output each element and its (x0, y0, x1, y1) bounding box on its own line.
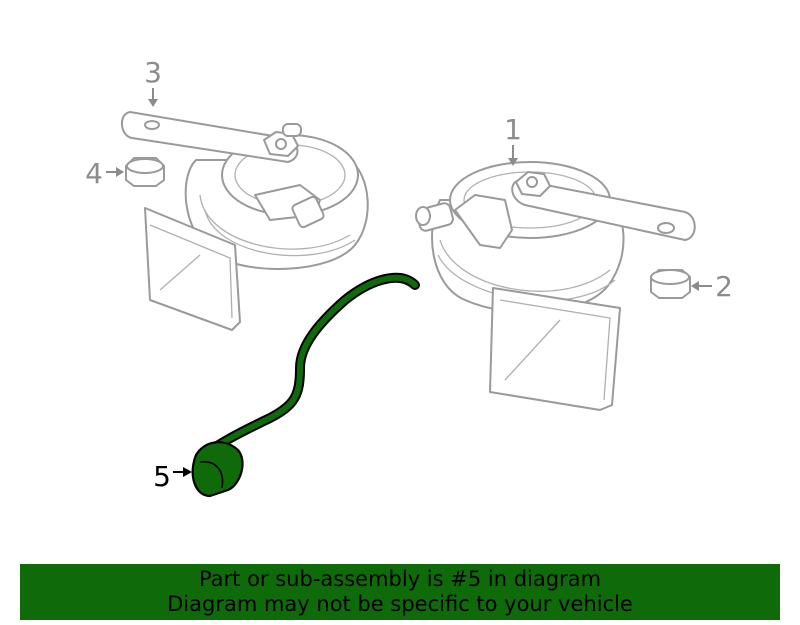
info-banner: Part or sub-assembly is #5 in diagram Di… (20, 564, 780, 620)
svg-text:3: 3 (144, 56, 162, 89)
callout-4: 4 (85, 157, 124, 190)
svg-text:5: 5 (153, 460, 171, 493)
svg-text:4: 4 (85, 157, 103, 190)
callout-5: 5 (153, 460, 192, 493)
right-horn-part-1 (415, 161, 696, 411)
callout-3: 3 (144, 56, 162, 107)
left-horn (144, 134, 369, 331)
nut-part-4 (125, 157, 165, 187)
nut-part-2 (650, 269, 691, 299)
parts-diagram: 1 2 3 4 5 (85, 56, 733, 498)
banner-line-1: Part or sub-assembly is #5 in diagram (198, 567, 602, 591)
wire-harness-part-5 (191, 272, 420, 498)
callout-1: 1 (504, 113, 522, 166)
svg-text:1: 1 (504, 113, 522, 146)
callout-2: 2 (691, 270, 733, 303)
bracket-part-3 (121, 111, 302, 163)
banner-line-2: Diagram may not be specific to your vehi… (167, 592, 633, 616)
svg-text:2: 2 (715, 270, 733, 303)
